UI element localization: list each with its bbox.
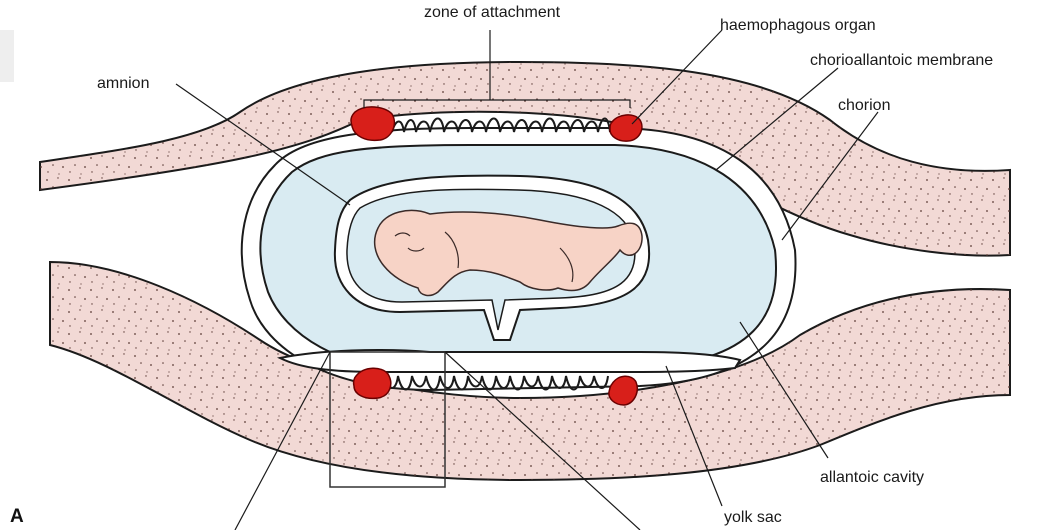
panel-letter: A (10, 506, 24, 527)
label-zone-of-attachment: zone of attachment (424, 4, 561, 21)
label-chorioallantoic-membrane: chorioallantoic membrane (810, 52, 993, 69)
haemophagous-organ-upper-left (351, 107, 394, 140)
label-chorion: chorion (838, 97, 890, 114)
corner-tab (0, 30, 14, 82)
label-yolk-sac: yolk sac (724, 509, 782, 526)
yolk-sac (280, 350, 740, 372)
label-amnion: amnion (97, 75, 149, 92)
label-haemophagous-organ: haemophagous organ (720, 17, 876, 34)
haemophagous-organ-lower-left (354, 368, 391, 398)
label-allantoic-cavity: allantoic cavity (820, 469, 924, 486)
